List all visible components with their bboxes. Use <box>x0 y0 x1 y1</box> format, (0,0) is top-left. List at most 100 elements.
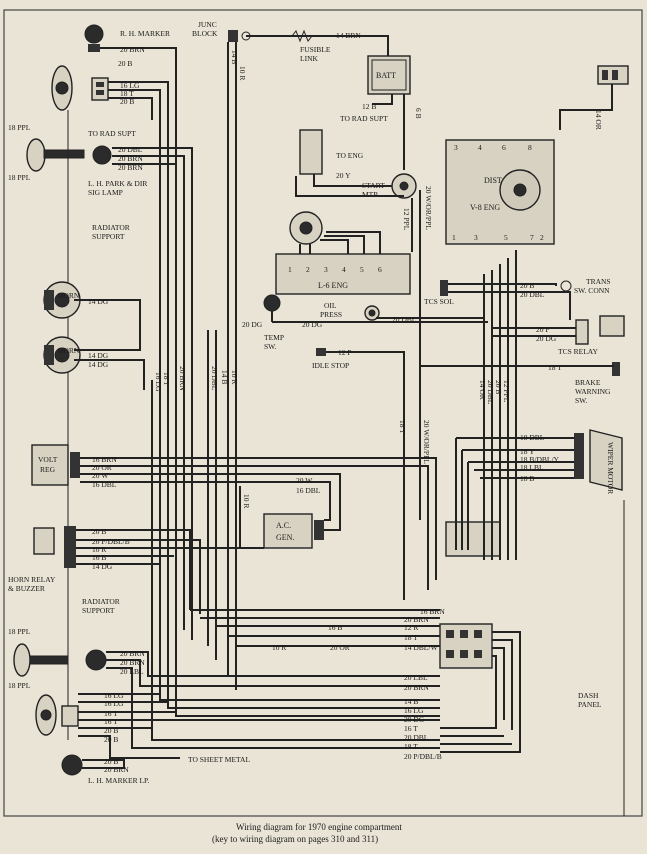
bulkhead-connector <box>439 623 493 669</box>
v8-eng-label: V-8 ENG <box>470 203 500 212</box>
wire-label: 20 BRN <box>120 658 145 667</box>
lh-marker-lp-label: L. H. MARKER LP. <box>88 776 149 785</box>
brake-warning-label-3: SW. <box>575 396 588 405</box>
wire-label: 12 P <box>338 348 352 357</box>
wire-label: 10 R <box>230 370 239 384</box>
wire-label: 14 OR <box>478 380 487 400</box>
fusible-link-label-2: LINK <box>300 54 318 63</box>
rh-marker-lamp <box>84 24 104 52</box>
horn-lower-label: HORN <box>58 346 80 355</box>
starter-motor <box>391 173 417 199</box>
wire-labels: 20 BRN 20 B 16 LG 18 T 20 B 20 DBL 20 BR… <box>88 31 603 774</box>
to-sheet-metal-label: TO SHEET METAL <box>188 755 250 764</box>
lh-park-label: L. H. PARK & DIR <box>88 179 147 188</box>
horn-relay-label: HORN RELAY <box>8 575 56 584</box>
wire-label: 18 B <box>520 474 534 483</box>
wire-label: 10 R <box>242 494 251 508</box>
wire-label: 14 DG <box>88 360 109 369</box>
ppl-low-label: 18 PPL <box>8 681 31 690</box>
ac-gen-label-2: GEN. <box>276 533 294 542</box>
wire-label: 14 BRN <box>336 31 361 40</box>
caption-line-2: (key to wiring diagram on pages 310 and … <box>212 834 378 844</box>
wire-label: 20 DG <box>536 334 557 343</box>
wire-label: 20 DBL <box>210 366 219 391</box>
wire-label: 12 B <box>362 102 376 111</box>
wire-label: 16 DBL <box>296 486 321 495</box>
idle-stop-solenoid <box>316 348 326 356</box>
wire-label: 20 BRN <box>120 45 145 54</box>
wire-label: 18 T <box>398 420 407 434</box>
wire-label: 14 DBL/W <box>404 643 438 652</box>
wire-label: 20 BRN <box>178 366 187 391</box>
terminal-number: 8 <box>528 143 532 152</box>
terminal-number: 6 <box>378 265 382 274</box>
terminal-number: 1 <box>288 265 292 274</box>
wire-label: 16 LG <box>154 372 163 392</box>
wire-label: 14 B <box>230 50 239 64</box>
horn-relay-buzzer <box>33 526 76 568</box>
sig-lamp-label: SIG LAMP <box>88 188 123 197</box>
wire-label: 20 P/DBL/B <box>404 752 442 761</box>
wire-label: 16 DBL <box>92 480 117 489</box>
wire-label: 20 P/DBL/B <box>92 537 130 546</box>
radiator-support-bot-label-2: SUPPORT <box>82 606 115 615</box>
wire-label: 20 W/OR/PPL <box>422 420 431 464</box>
junc-block-label-2: BLOCK <box>192 29 218 38</box>
horn-upper <box>43 281 81 319</box>
terminal-number: 3 <box>324 265 328 274</box>
terminal-number: 5 <box>360 265 364 274</box>
wiper-motor <box>574 429 623 491</box>
wire-label: 14 B <box>220 370 229 384</box>
battery-label: BATT <box>376 71 396 80</box>
terminal-number: 7 <box>530 233 534 242</box>
wire-label: 20 B <box>120 97 134 106</box>
wire-label: 18 T <box>548 363 562 372</box>
wire-label: 20 B <box>104 757 118 766</box>
wire-label: 20 DG <box>404 715 425 724</box>
wire-label: 20 B <box>520 281 534 290</box>
to-rad-supt-left-label: TO RAD SUPT <box>88 129 136 138</box>
ignition-coil <box>299 129 323 175</box>
wire-label: 14 OR <box>594 110 603 130</box>
wire-label: 6 B <box>414 108 423 119</box>
lh-park-lamp-lower <box>13 643 107 677</box>
l6-engine-block <box>275 253 411 295</box>
fusible-link-label: FUSIBLE <box>300 45 331 54</box>
wire-label: 12 PPL <box>402 208 411 231</box>
temp-sw-label-2: SW. <box>264 342 277 351</box>
volt-reg-label-2: REG <box>40 465 56 474</box>
wire-label: 20 BRN <box>118 154 143 163</box>
lh-marker-lamp <box>61 754 83 776</box>
wire-label: 20 W <box>92 471 109 480</box>
wire-label: 20 LBL <box>404 673 428 682</box>
wire-label: 16 T <box>104 709 118 718</box>
temp-switch <box>263 294 281 322</box>
wire-label: 18 DBL <box>520 433 545 442</box>
wire-label: 20 BRN <box>118 163 143 172</box>
ac-gen-label: A.C. <box>276 521 291 530</box>
brake-warning-label-2: WARNING <box>575 387 611 396</box>
wire-label: 20 LBL <box>120 667 144 676</box>
wire-label: 20 W/OR/PPL <box>424 186 433 230</box>
caption-line-1: Wiring diagram for 1970 engine compartme… <box>236 822 402 832</box>
terminal-number: 3 <box>474 233 478 242</box>
ppl-bottom-label: 18 PPL <box>8 627 31 636</box>
wire-label: 20 B <box>104 726 118 735</box>
wire-label: 14 DG <box>92 562 113 571</box>
voltage-regulator <box>31 444 80 486</box>
wire-label: 20 B <box>494 380 503 394</box>
wire-label: 20 DG <box>242 320 263 329</box>
dash-panel-label: DASH <box>578 691 599 700</box>
oil-press-label: OIL <box>324 301 337 310</box>
terminal-number: 3 <box>454 143 458 152</box>
to-eng-label: TO ENG <box>336 151 364 160</box>
junc-block-label: JUNC <box>198 20 217 29</box>
horn-upper-label: HORN <box>58 291 80 300</box>
wiper-motor-label: WIPER MOTOR <box>606 442 615 494</box>
oil-press-label-2: PRESS <box>320 310 342 319</box>
wire-label: 10 R <box>92 545 106 554</box>
radiator-support-top-label-2: SUPPORT <box>92 232 125 241</box>
horn-relay-label-2: & BUZZER <box>8 584 45 593</box>
wire-label: 20 W <box>296 476 313 485</box>
